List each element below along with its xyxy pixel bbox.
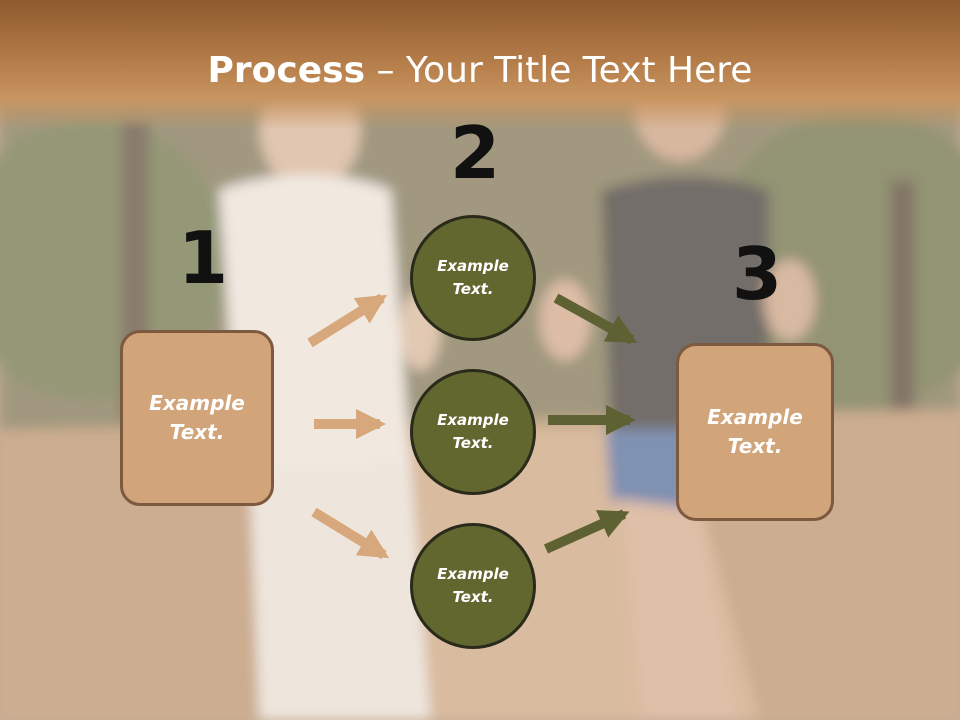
circle-1-line2: Text. — [452, 280, 494, 298]
circle-3-line2: Text. — [452, 588, 494, 606]
right-box-line1: Example — [707, 405, 803, 429]
right-text-box[interactable]: Example Text. — [676, 343, 834, 521]
circle-2-line2: Text. — [452, 434, 494, 452]
circle-3-line1: Example — [437, 565, 509, 583]
circle-step-3[interactable]: Example Text. — [410, 523, 536, 649]
arrow-box1-to-circle1 — [307, 293, 388, 348]
step-number-2: 2 — [450, 111, 501, 195]
right-box-line2: Text. — [727, 434, 783, 458]
title-bold: Process — [207, 50, 366, 91]
arrow-circle3-to-box3 — [543, 509, 630, 554]
arrow-box1-to-circle3 — [311, 507, 390, 560]
slide-title[interactable]: Process – Your Title Text Here — [0, 50, 960, 91]
left-box-line2: Text. — [169, 420, 225, 444]
arrow-circle1-to-box3 — [553, 293, 638, 345]
left-text-box[interactable]: Example Text. — [120, 330, 274, 506]
title-bar — [0, 0, 960, 130]
circle-step-1[interactable]: Example Text. — [410, 215, 536, 341]
circle-2-line1: Example — [437, 411, 509, 429]
step-number-3: 3 — [732, 232, 783, 316]
circle-1-line1: Example — [437, 257, 509, 275]
title-rest: – Your Title Text Here — [365, 50, 753, 91]
left-box-line1: Example — [149, 391, 245, 415]
circle-step-2[interactable]: Example Text. — [410, 369, 536, 495]
step-number-1: 1 — [178, 216, 229, 300]
